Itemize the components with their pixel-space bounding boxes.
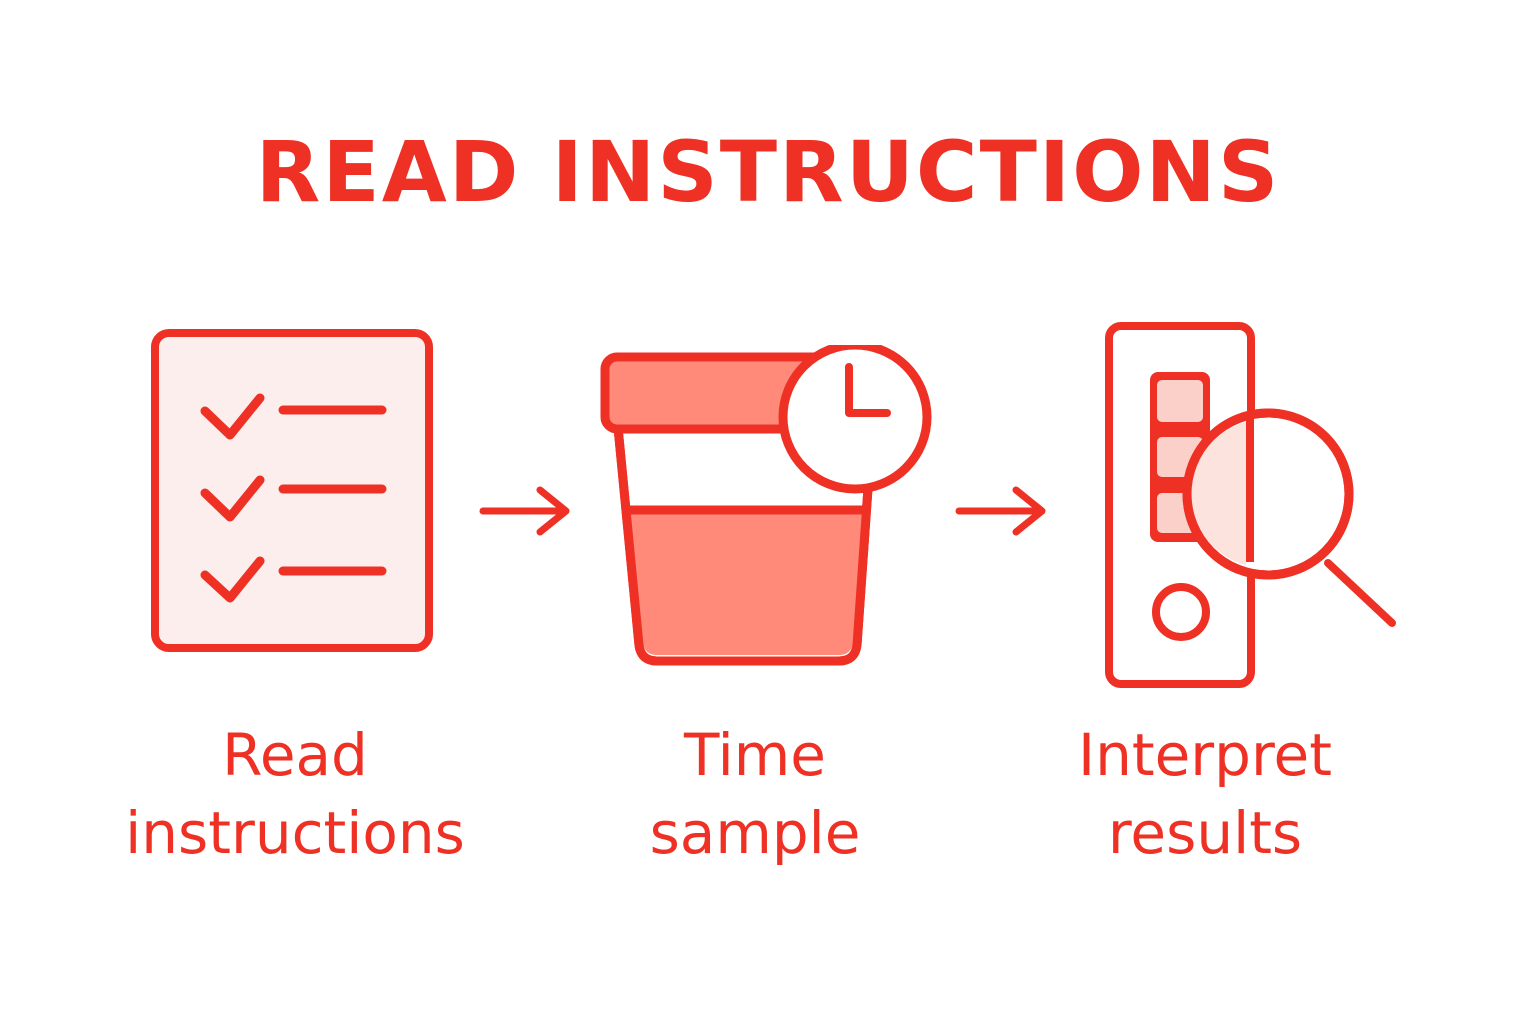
test-strip-magnifier-icon xyxy=(1100,315,1410,699)
arrow-right-icon xyxy=(478,485,573,541)
checklist-icon xyxy=(150,328,435,657)
step-label-interpret-results: Interpret results xyxy=(1078,721,1332,867)
step-label-time-sample: Time sample xyxy=(649,721,861,867)
arrow-right-icon xyxy=(954,485,1049,541)
sample-cup-clock-icon xyxy=(595,340,940,674)
page-title: READ INSTRUCTIONS xyxy=(255,123,1281,221)
step-label-read-instructions: Read instructions xyxy=(125,721,465,867)
